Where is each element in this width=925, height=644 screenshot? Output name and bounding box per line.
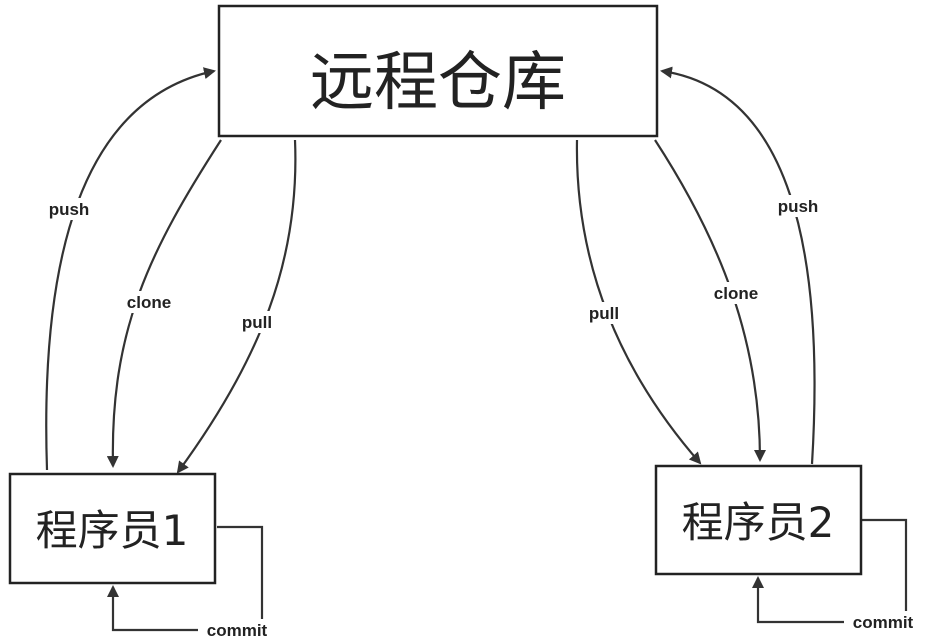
dev2-label: 程序员2 [682, 498, 835, 547]
edge-dev2-pull [575, 139, 702, 465]
edge-dev1-pull [176, 139, 297, 474]
edge-dev2-push [660, 66, 816, 465]
label-dev1-commit: commit [198, 619, 276, 641]
node-dev2: 程序员2 [654, 464, 863, 576]
node-remote-repo: 远程仓库 [217, 4, 659, 138]
remote-repo-label: 远程仓库 [310, 46, 566, 120]
label-dev2-commit: commit [844, 611, 922, 633]
dev1-push-label: push [49, 200, 90, 219]
dev1-clone-label: clone [127, 293, 171, 312]
dev2-commit-label: commit [853, 613, 914, 632]
node-dev1: 程序员1 [8, 472, 217, 585]
label-dev1-pull: pull [237, 311, 277, 333]
label-dev2-push: push [773, 195, 823, 217]
dev1-commit-label: commit [207, 621, 268, 640]
dev2-pull-label: pull [589, 304, 619, 323]
label-dev2-pull: pull [584, 302, 624, 324]
edge-dev1-push [45, 67, 216, 471]
dev1-pull-label: pull [242, 313, 272, 332]
label-dev1-push: push [44, 198, 94, 220]
dev2-push-label: push [778, 197, 819, 216]
label-dev1-clone: clone [121, 291, 177, 313]
label-dev2-clone: clone [708, 282, 764, 304]
dev2-clone-label: clone [714, 284, 758, 303]
dev1-label: 程序员1 [36, 506, 189, 555]
